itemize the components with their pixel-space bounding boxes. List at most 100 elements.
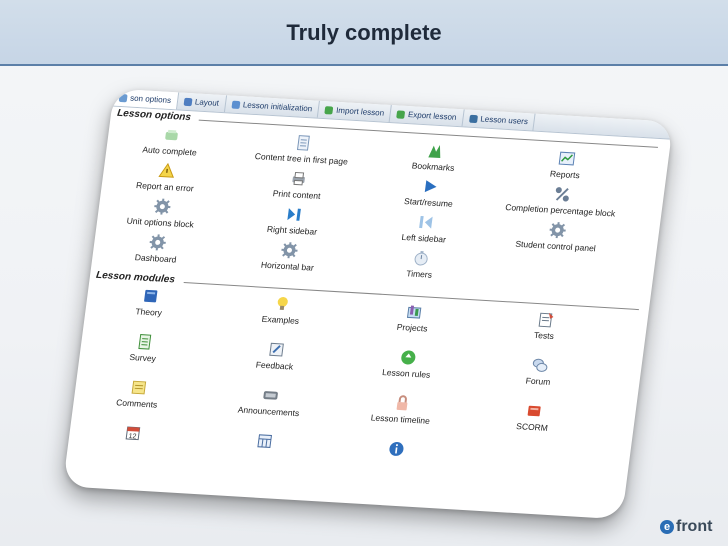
slide-title: Truly complete — [286, 20, 442, 45]
item-label: Report an error — [135, 180, 195, 194]
warning-icon — [157, 161, 177, 180]
layout-icon — [183, 97, 193, 106]
module-item-feedback[interactable]: Feedback — [219, 337, 333, 373]
export-icon — [396, 109, 406, 119]
announcements-icon — [260, 386, 280, 405]
module-item-print-content[interactable]: Print content — [241, 166, 355, 202]
gear-icon — [152, 197, 172, 216]
item-label: Announcements — [237, 404, 300, 419]
tab-lesson-options[interactable]: son options — [112, 88, 180, 110]
lock-icon — [392, 394, 412, 413]
item-label: Timers — [405, 268, 433, 280]
tab-import-lesson[interactable]: Import lesson — [318, 100, 393, 122]
module-item-examples[interactable]: Examples — [225, 292, 339, 328]
tab-lesson-users[interactable]: Lesson users — [462, 109, 536, 131]
right-sidebar-icon — [284, 205, 304, 224]
play-icon — [420, 177, 440, 196]
item-label: Examples — [261, 313, 300, 326]
module-item-unnamed[interactable] — [208, 429, 320, 455]
item-label: Student control panel — [514, 238, 597, 254]
module-item-comments[interactable]: Comments — [81, 375, 195, 411]
timer-icon — [411, 249, 431, 268]
logo-e-mark: e — [660, 520, 674, 534]
item-label: Reports — [549, 168, 581, 181]
item-label: Theory — [134, 306, 163, 318]
recycle-icon — [398, 348, 418, 367]
module-item-timers[interactable]: Timers — [364, 246, 478, 282]
module-item-right-sidebar[interactable]: Right sidebar — [237, 202, 351, 238]
item-label: Dashboard — [134, 252, 178, 265]
item-label: Tests — [533, 329, 555, 342]
svg-text:12: 12 — [128, 433, 137, 440]
item-label: Horizontal bar — [260, 259, 315, 273]
tab-lesson-initialization[interactable]: Lesson initialization — [224, 95, 321, 118]
content-tree-icon — [293, 133, 313, 152]
tab-export-lesson[interactable]: Export lesson — [389, 105, 465, 127]
book-icon — [141, 287, 161, 306]
item-label: Feedback — [255, 359, 294, 372]
module-item-theory[interactable]: Theory — [93, 284, 207, 320]
module-item-auto-complete[interactable]: Auto complete — [114, 123, 228, 159]
calendar-icon: 12 — [123, 424, 143, 443]
module-item-projects[interactable]: Projects — [357, 300, 471, 336]
survey-icon — [135, 332, 155, 351]
module-item-lesson-timeline[interactable]: Lesson timeline — [345, 391, 459, 427]
item-label: Lesson timeline — [370, 412, 431, 426]
left-sidebar-icon — [416, 213, 436, 232]
module-item-completion-percentage-block[interactable]: Completion percentage block — [505, 182, 619, 218]
item-label: Start/resume — [403, 195, 454, 209]
efront-logo: e front — [660, 518, 712, 536]
item-label: Lesson rules — [381, 366, 431, 380]
calendar-grid-icon — [255, 432, 275, 451]
item-label: Bookmarks — [411, 160, 455, 173]
module-item-left-sidebar[interactable]: Left sidebar — [368, 210, 482, 246]
module-item-report-an-error[interactable]: Report an error — [109, 159, 223, 195]
module-item-reports[interactable]: Reports — [509, 146, 623, 182]
forum-icon — [530, 356, 550, 375]
item-label: Projects — [396, 321, 429, 334]
reports-icon — [557, 149, 577, 168]
module-item-horizontal-bar[interactable]: Horizontal bar — [232, 238, 346, 274]
module-item-survey[interactable]: Survey — [87, 330, 201, 366]
printer-icon — [289, 169, 309, 188]
module-item-dashboard[interactable]: Dashboard — [100, 230, 214, 266]
module-item-bookmarks[interactable]: Bookmarks — [378, 139, 492, 175]
gear-icon — [148, 233, 168, 252]
scorm-book-icon — [524, 402, 544, 421]
tests-icon — [536, 310, 556, 329]
module-item-lesson-rules[interactable]: Lesson rules — [351, 345, 465, 381]
module-item-start-resume[interactable]: Start/resume — [373, 174, 487, 210]
tab-layout[interactable]: Layout — [176, 92, 228, 113]
module-item-unnamed[interactable]: 12 — [77, 421, 189, 447]
users-icon — [468, 114, 478, 123]
item-label: Comments — [115, 397, 158, 410]
item-label: Right sidebar — [266, 223, 318, 237]
screenshot-panel: son options Layout Lesson initialization… — [62, 88, 674, 520]
module-item-student-control-panel[interactable]: Student control panel — [500, 218, 614, 254]
lesson-modules-heading: Lesson modules — [95, 269, 176, 286]
module-item-scorm[interactable]: SCORM — [477, 399, 591, 435]
module-item-forum[interactable]: Forum — [482, 353, 596, 389]
slide-header: Truly complete — [0, 0, 728, 66]
module-item-content-tree-in-first-page[interactable]: Content tree in first page — [246, 131, 360, 167]
percent-icon — [552, 185, 572, 204]
module-item-tests[interactable]: Tests — [488, 307, 602, 343]
item-label: Survey — [128, 351, 157, 364]
feedback-icon — [266, 340, 286, 359]
auto-complete-icon — [162, 126, 182, 145]
item-label: Forum — [525, 375, 551, 387]
logo-text: front — [676, 518, 713, 535]
item-label: Print content — [272, 188, 322, 201]
gear-icon — [279, 241, 299, 260]
item-label: Completion percentage block — [504, 202, 616, 219]
initialization-icon — [231, 100, 241, 109]
module-item-announcements[interactable]: Announcements — [213, 383, 327, 419]
item-label: Content tree in first page — [254, 151, 349, 167]
gear-icon — [548, 221, 568, 240]
import-icon — [324, 105, 334, 115]
item-label: Left sidebar — [401, 231, 447, 245]
module-item-unit-options-block[interactable]: Unit options block — [105, 194, 219, 230]
module-item-unnamed[interactable] — [340, 437, 452, 463]
